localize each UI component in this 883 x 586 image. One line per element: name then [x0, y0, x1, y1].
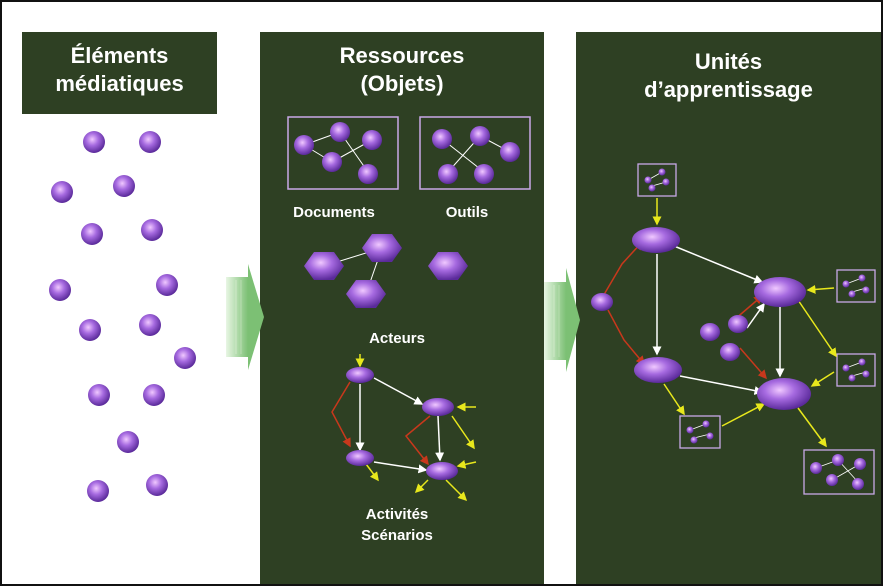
resources-title: Ressources (Objets) — [339, 43, 465, 96]
unit-node — [634, 357, 682, 383]
unit-node — [591, 293, 613, 311]
media-element — [49, 279, 71, 301]
resource-box — [679, 415, 721, 449]
activity-node — [426, 462, 458, 480]
actor-node — [346, 280, 386, 308]
tools-group — [419, 116, 531, 190]
transition-arrow-2 — [544, 268, 580, 372]
media-element — [88, 384, 110, 406]
unit-node — [728, 315, 748, 333]
unit-node — [632, 227, 680, 253]
actor-node — [362, 234, 402, 262]
elements-header-box — [22, 32, 217, 114]
activity-node — [346, 367, 374, 383]
unit-node — [754, 277, 806, 307]
actors-group — [304, 234, 468, 308]
resource-box — [836, 269, 876, 303]
media-element — [174, 347, 196, 369]
media-element — [143, 384, 165, 406]
media-element — [83, 131, 105, 153]
units-title: Unités d’apprentissage — [644, 49, 813, 102]
transition-arrow-1 — [226, 264, 264, 370]
activity-node — [346, 450, 374, 466]
activities-label: Activités Scénarios — [361, 506, 433, 544]
units-panel — [576, 32, 881, 584]
documents-label: Documents — [293, 204, 375, 221]
media-element — [146, 474, 168, 496]
actors-label: Acteurs — [369, 330, 425, 347]
elements-title: Éléments médiatiques — [55, 43, 184, 96]
media-element — [117, 431, 139, 453]
media-element — [141, 219, 163, 241]
media-element — [87, 480, 109, 502]
resource-box — [637, 163, 677, 197]
unit-node — [720, 343, 740, 361]
media-element — [81, 223, 103, 245]
media-element — [156, 274, 178, 296]
resources-panel — [260, 32, 544, 584]
media-element — [113, 175, 135, 197]
media-element — [51, 181, 73, 203]
units-graph — [591, 163, 876, 495]
media-element — [139, 314, 161, 336]
media-element — [139, 131, 161, 153]
media-element — [79, 319, 101, 341]
unit-node — [757, 378, 811, 410]
unit-node — [700, 323, 720, 341]
actor-node — [428, 252, 468, 280]
tools-label: Outils — [445, 204, 489, 221]
activities-graph — [331, 354, 477, 502]
resource-box-large — [803, 449, 875, 495]
actor-node — [304, 252, 344, 280]
media-elements — [49, 131, 196, 502]
resource-box — [836, 353, 876, 387]
documents-group — [287, 116, 399, 190]
activity-node — [422, 398, 454, 416]
